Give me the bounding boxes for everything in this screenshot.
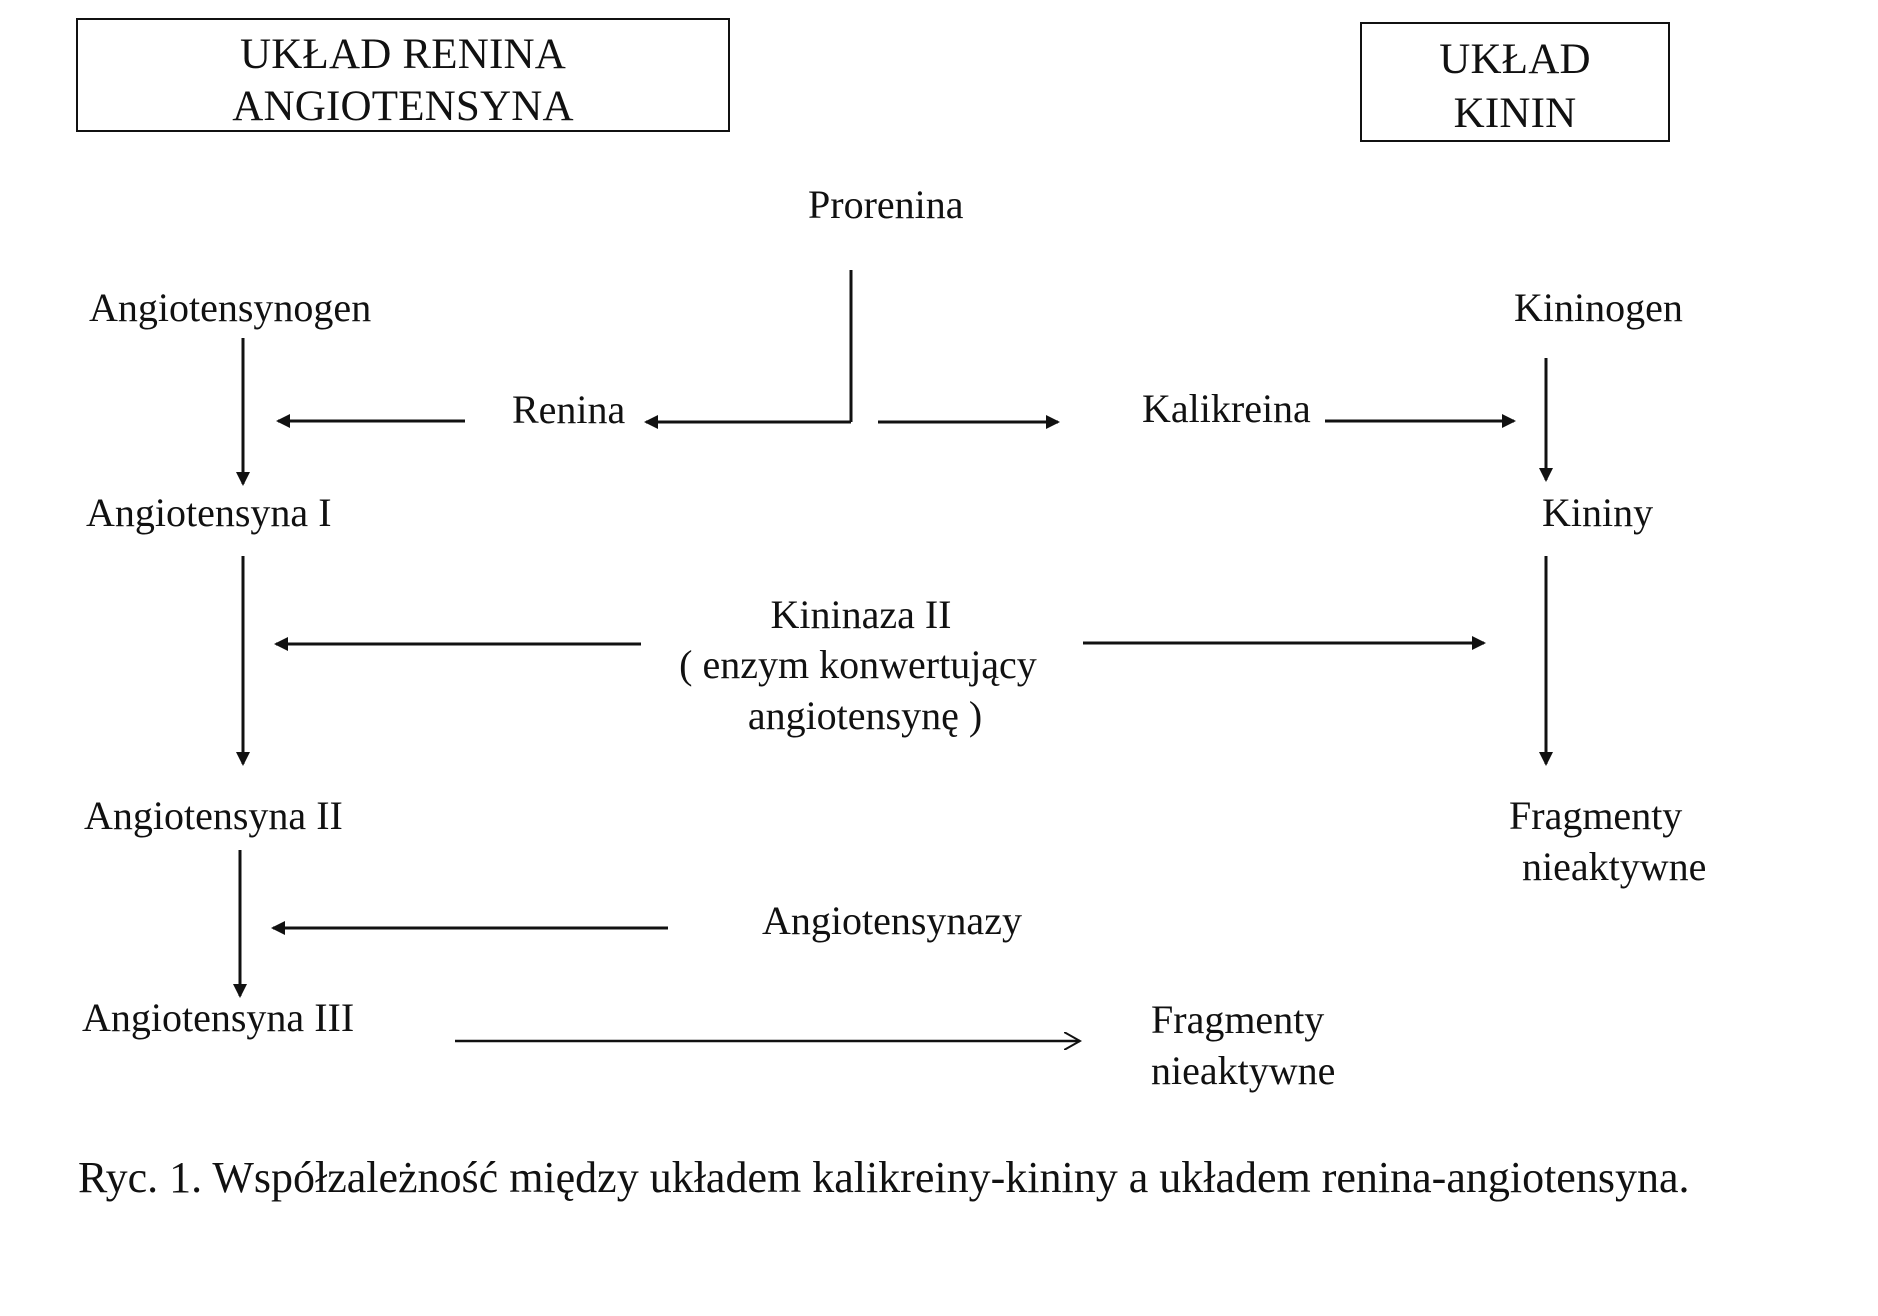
angiotensyna-iii-label: Angiotensyna III [82,995,355,1040]
angiotensynazy-label: Angiotensynazy [762,898,1022,943]
kinin-system-box: UKŁAD KININ [1360,22,1670,142]
fragmenty-right-line-2: nieaktywne [1522,844,1707,889]
renin-angiotensin-system-box: UKŁAD RENINA ANGIOTENSYNA [76,18,730,132]
figure-caption: Ryc. 1. Współzależność między układem ka… [78,1153,1690,1202]
kininogen-label: Kininogen [1514,285,1683,330]
angiotensynogen-label: Angiotensynogen [89,285,372,330]
kalikreina-label: Kalikreina [1142,386,1311,431]
fragmenty-right-line-1: Fragmenty [1509,793,1683,838]
angiotensyna-i-label: Angiotensyna I [86,490,332,535]
prorenina-label: Prorenina [808,182,964,227]
fragmenty-bottom-line-2: nieaktywne [1151,1048,1336,1093]
renin-angiotensin-box-line-2: ANGIOTENSYNA [232,83,574,130]
angiotensyna-ii-label: Angiotensyna II [84,793,343,838]
renina-label: Renina [512,387,626,432]
fragmenty-bottom-line-1: Fragmenty [1151,997,1325,1042]
kininaza-ii-description-line-1: ( enzym konwertujący [679,642,1037,687]
kinin-box-line-1: UKŁAD [1439,36,1591,83]
renin-angiotensin-box-line-1: UKŁAD RENINA [239,31,567,78]
kininy-label: Kininy [1542,490,1654,535]
kinin-box-line-2: KININ [1453,90,1577,137]
kininaza-ii-description-line-2: angiotensynę ) [747,693,983,738]
kininaza-ii-label: Kininaza II [770,592,952,637]
